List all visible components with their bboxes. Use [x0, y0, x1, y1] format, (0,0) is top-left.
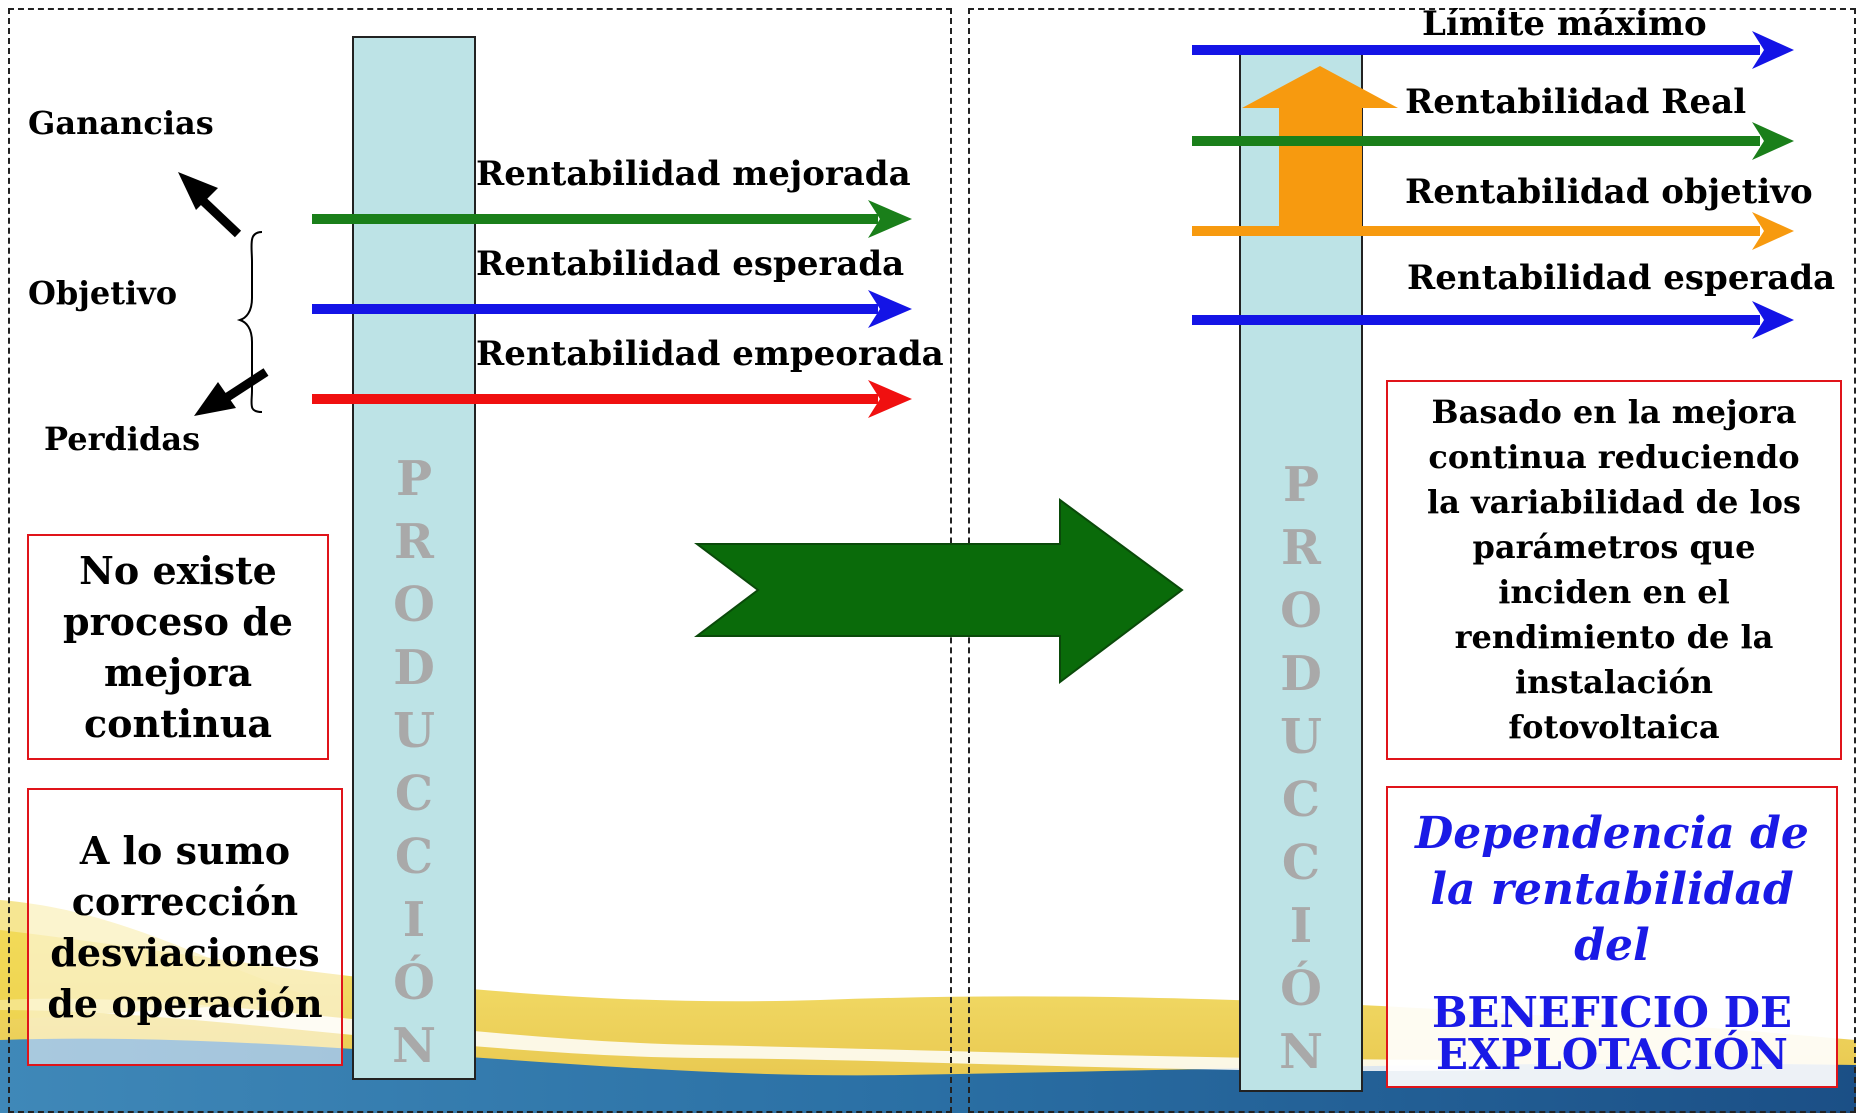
continuous-improvement-line: rendimiento de la — [1454, 618, 1774, 656]
right-arrow-max-limit — [1192, 31, 1794, 69]
left-column-letter: I — [402, 892, 426, 948]
no-improvement-line: No existe — [79, 548, 277, 593]
right-arrow-label-expected: Rentabilidad esperada — [1407, 258, 1836, 298]
continuous-improvement-box: Basado en la mejora continua reduciendo … — [1386, 380, 1842, 760]
left-arrow-improved — [312, 200, 912, 238]
right-column-letter: C — [1281, 772, 1321, 828]
no-improvement-box: No existe proceso de mejora continua — [27, 534, 329, 760]
conclusion-caps-line: EXPLOTACIÓN — [1436, 1030, 1788, 1079]
left-column-letter: C — [394, 829, 434, 885]
no-improvement-line: proceso de — [63, 599, 293, 644]
left-column-letter: D — [393, 640, 435, 696]
right-column-letter: D — [1280, 646, 1322, 702]
continuous-improvement-line: inciden en el — [1498, 573, 1730, 611]
conclusion-italic-line: Dependencia de — [1415, 808, 1809, 859]
right-column-letter: C — [1281, 835, 1321, 891]
left-arrow-worsened — [312, 380, 912, 418]
right-arrow-real — [1192, 122, 1794, 160]
right-arrow-objective — [1192, 212, 1794, 250]
objective-label: Objetivo — [28, 274, 178, 312]
losses-label: Perdidas — [44, 420, 201, 458]
left-column-letter: P — [395, 451, 433, 507]
left-arrow-label-expected: Rentabilidad esperada — [476, 244, 905, 284]
right-column-letter: O — [1280, 583, 1322, 639]
transition-arrow-icon — [694, 498, 1184, 685]
left-column-letter: O — [393, 577, 435, 633]
right-column-letter: Ó — [1280, 961, 1322, 1017]
right-column-letter: U — [1280, 709, 1322, 765]
continuous-improvement-line: parámetros que — [1472, 528, 1756, 566]
right-arrow-label-objective: Rentabilidad objetivo — [1405, 172, 1813, 212]
right-arrow-expected — [1192, 301, 1794, 339]
left-arrow-expected — [312, 290, 912, 328]
left-column-letter: N — [392, 1018, 436, 1074]
left-column-letter: Ó — [393, 955, 435, 1011]
continuous-improvement-line: continua reduciendo — [1428, 438, 1800, 476]
no-improvement-line: mejora — [103, 650, 253, 695]
gains-arrow-icon — [178, 172, 242, 238]
continuous-improvement-line: Basado en la mejora — [1431, 393, 1797, 431]
continuous-improvement-line: la variabilidad de los — [1427, 483, 1801, 521]
conclusion-box: Dependencia de la rentabilidad del BENEF… — [1386, 786, 1838, 1088]
left-column-letter: U — [393, 703, 435, 759]
left-arrow-label-worsened: Rentabilidad empeorada — [476, 334, 944, 374]
left-column-letter: C — [394, 766, 434, 822]
gains-label: Ganancias — [28, 104, 214, 142]
right-column-letter: I — [1289, 898, 1313, 954]
correction-line: de operación — [47, 981, 323, 1026]
right-column-letter: N — [1279, 1024, 1323, 1080]
conclusion-caps-line: BENEFICIO DE — [1431, 988, 1793, 1037]
correction-only-box: A lo sumo corrección desviaciones de ope… — [27, 788, 343, 1066]
correction-line: desviaciones — [50, 930, 320, 975]
correction-line: corrección — [71, 879, 299, 924]
left-arrow-label-improved: Rentabilidad mejorada — [476, 154, 911, 194]
no-improvement-line: continua — [84, 701, 272, 746]
losses-arrow-icon — [194, 368, 269, 416]
right-arrow-label-real: Rentabilidad Real — [1405, 82, 1747, 122]
correction-line: A lo sumo — [79, 828, 291, 873]
right-arrow-label-max-limit: Límite máximo — [1422, 4, 1707, 44]
conclusion-italic-line: la rentabilidad — [1430, 864, 1794, 915]
left-column-letter: R — [394, 514, 434, 570]
objective-brace-icon — [236, 231, 263, 413]
continuous-improvement-line: instalación — [1514, 663, 1714, 701]
conclusion-italic-line: del — [1574, 920, 1650, 971]
continuous-improvement-line: fotovoltaica — [1508, 708, 1720, 746]
right-column-letter: R — [1281, 520, 1321, 576]
right-column-letter: P — [1282, 457, 1320, 513]
